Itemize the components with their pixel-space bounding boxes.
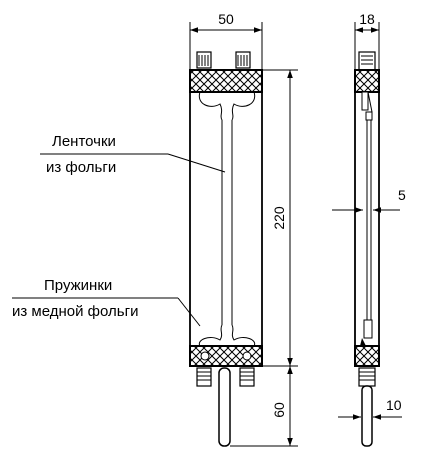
frame-body	[189, 91, 263, 347]
springs-callout: Пружинки из медной фольги	[12, 277, 201, 327]
dim-height-label: 220	[271, 206, 287, 230]
springs-label-line1: Пружинки	[44, 277, 112, 294]
dim-width: 50	[189, 11, 263, 69]
dim-height: 220	[262, 69, 298, 367]
dim-lead-diameter: 10	[338, 397, 402, 420]
top-clamp-block	[189, 69, 263, 93]
top-spring	[198, 91, 256, 325]
ribbons-label-line1: Ленточки	[52, 133, 116, 150]
springs-label-line2: из медной фольги	[12, 303, 138, 320]
top-left-screw	[196, 51, 212, 69]
dim-depth: 18	[354, 11, 380, 69]
lead-rod	[218, 367, 231, 447]
ribbons-label-line2: из фольги	[46, 159, 116, 176]
dim-gap-label: 5	[398, 187, 406, 203]
bottom-right-screw	[239, 367, 255, 387]
dim-lead-diameter-label: 10	[386, 397, 402, 413]
side-view	[354, 51, 380, 447]
bottom-clamp-block	[189, 345, 263, 367]
ribbons-callout: Ленточки из фольги	[40, 133, 226, 176]
dim-width-label: 50	[218, 11, 234, 27]
bottom-spring	[198, 324, 256, 347]
dim-lead-length-label: 60	[271, 402, 287, 418]
top-right-screw	[235, 51, 251, 69]
dim-depth-label: 18	[359, 11, 375, 27]
dim-lead-length: 60	[230, 366, 298, 447]
front-view	[189, 51, 263, 447]
dim-gap: 5	[332, 187, 406, 213]
bottom-left-screw	[196, 367, 212, 387]
